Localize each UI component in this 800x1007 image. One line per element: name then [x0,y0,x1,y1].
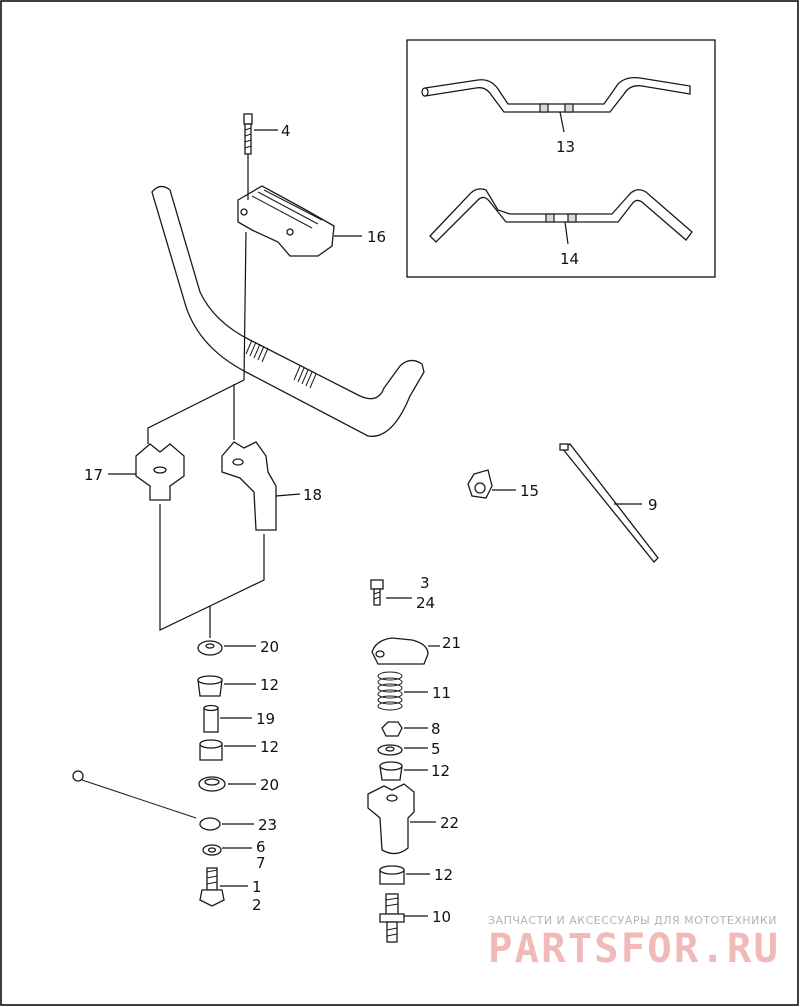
watermark-logo: PARTSFOR.RU [488,926,780,972]
callout-12-b: 12 [260,738,279,756]
nut-8 [381,721,403,737]
callout-17: 17 [84,466,103,484]
callout-16: 16 [367,228,386,246]
callout-7: 7 [256,854,266,872]
spacer-19 [203,704,219,733]
washer-5 [377,744,403,756]
clamp-cap-21 [371,637,429,665]
callout-20-lower: 20 [260,776,279,794]
cable-tie-9 [559,443,659,563]
handlebar-13 [421,76,691,113]
callout-22: 22 [440,814,459,832]
bolt-4 [243,113,253,155]
callout-10: 10 [432,908,451,926]
callout-19: 19 [256,710,275,728]
riser-17 [135,443,185,501]
callout-9: 9 [648,496,658,514]
washer-20-upper [197,640,223,656]
watermark-caption: ЗАПЧАСТИ И АКСЕССУАРЫ ДЛЯ МОТОТЕХНИКИ [488,914,777,927]
callout-24: 24 [416,594,435,612]
bushing-12-b [199,739,223,761]
alternate-handlebars-inset [406,39,716,278]
callout-12-a: 12 [260,676,279,694]
callout-12-c: 12 [431,762,450,780]
callout-12-d: 12 [434,866,453,884]
spring-11 [377,671,403,711]
stud-10 [379,893,405,943]
riser-18 [221,441,277,531]
bushing-12-c [379,761,403,781]
bushing-12-d [379,865,405,885]
callout-13: 13 [556,138,575,156]
callout-15: 15 [520,482,539,500]
callout-4: 4 [281,122,291,140]
callout-1: 1 [252,878,262,896]
callout-3: 3 [420,574,430,592]
callout-18: 18 [303,486,322,504]
callout-2: 2 [252,896,262,914]
callout-20-upper: 20 [260,638,279,656]
washer-20-lower [198,776,226,792]
clip-15 [467,469,493,499]
main-handlebar [151,185,425,437]
callout-6: 6 [256,838,266,856]
screw-3 [370,579,384,606]
callout-5: 5 [431,740,441,758]
upper-clamp-16 [237,185,335,257]
bolt-1 [199,867,225,907]
riser-22 [367,783,415,855]
ground-cable-23 [72,770,221,831]
callout-8: 8 [431,720,441,738]
callout-14: 14 [560,250,579,268]
callout-11: 11 [432,684,451,702]
callout-21: 21 [442,634,461,652]
lock-washer-6 [202,844,222,856]
bushing-12-a [197,675,223,697]
callout-23: 23 [258,816,277,834]
handlebar-14 [429,188,693,243]
